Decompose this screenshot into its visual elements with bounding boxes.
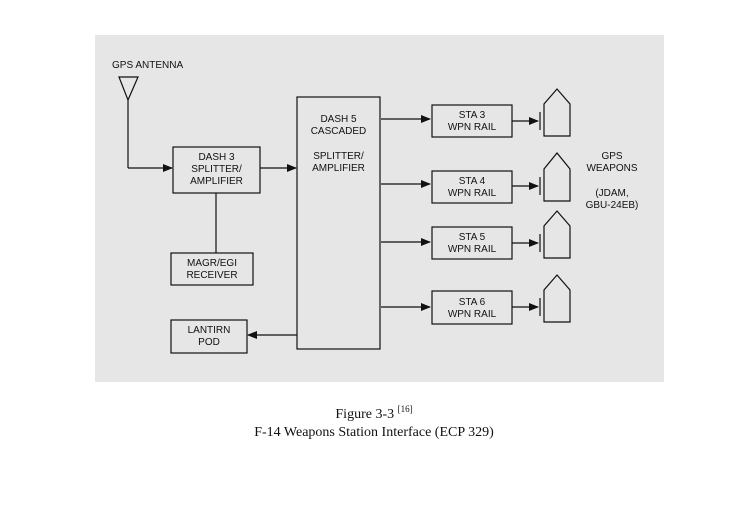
- caption-figure-label: Figure 3-3: [335, 407, 395, 422]
- sta6-label: STA 6: [459, 297, 486, 308]
- gps-weapon-sta5-icon: [543, 210, 571, 259]
- gps-weapon-sta6-icon: [543, 274, 571, 323]
- lantirn-pod-block: LANTIRN POD: [170, 319, 248, 354]
- caption-reference: [16]: [397, 404, 413, 414]
- gps-weapons-line-1: GPS: [601, 151, 622, 162]
- figure-panel: GPS ANTENNA DASH 3 SPLITTER/ AMPLIFIER M…: [95, 35, 664, 382]
- block-diagram: GPS ANTENNA DASH 3 SPLITTER/ AMPLIFIER M…: [112, 60, 639, 354]
- figure-caption: Figure 3-3 [16] F-14 Weapons Station Int…: [0, 400, 748, 442]
- dash5-line-1: DASH 5: [320, 114, 357, 125]
- gps-weapons-line-2: WEAPONS: [586, 163, 637, 174]
- sta5-label: STA 5: [459, 232, 486, 243]
- gps-weapon-sta3-icon: [543, 88, 571, 137]
- sta5-rail-label: WPN RAIL: [448, 244, 497, 255]
- dash3-line-1: DASH 3: [198, 152, 235, 163]
- sta4-rail-label: WPN RAIL: [448, 188, 497, 199]
- antenna-icon: [118, 76, 139, 168]
- dash5-cascaded-splitter-block: DASH 5 CASCADED SPLITTER/ AMPLIFIER: [296, 96, 381, 350]
- dash5-line-3: SPLITTER/: [313, 151, 364, 162]
- magr-line-1: MAGR/EGI: [187, 258, 237, 269]
- magr-egi-receiver-block: MAGR/EGI RECEIVER: [170, 252, 254, 286]
- station-row-sta4: STA 4 WPN RAIL: [381, 152, 571, 204]
- sta4-label: STA 4: [459, 176, 486, 187]
- dash3-line-2: SPLITTER/: [191, 164, 242, 175]
- lantirn-line-1: LANTIRN: [188, 325, 231, 336]
- sta3-rail-label: WPN RAIL: [448, 122, 497, 133]
- station-row-sta5: STA 5 WPN RAIL: [381, 210, 571, 260]
- weapons-detail-line-2: GBU-24EB): [586, 200, 639, 211]
- dash5-line-2: CASCADED: [311, 126, 367, 137]
- caption-figure-line: Figure 3-3 [16]: [0, 400, 748, 424]
- lantirn-line-2: POD: [198, 337, 220, 348]
- station-row-sta6: STA 6 WPN RAIL: [381, 274, 571, 325]
- gps-antenna-label: GPS ANTENNA: [112, 60, 183, 71]
- dash3-splitter-block: DASH 3 SPLITTER/ AMPLIFIER: [172, 146, 261, 194]
- station-row-sta3: STA 3 WPN RAIL: [381, 88, 571, 138]
- gps-weapon-sta4-icon: [543, 152, 571, 202]
- dash5-line-4: AMPLIFIER: [312, 163, 365, 174]
- sta3-label: STA 3: [459, 110, 486, 121]
- weapons-detail-line-1: (JDAM,: [595, 188, 628, 199]
- caption-title: F-14 Weapons Station Interface (ECP 329): [254, 425, 494, 440]
- magr-line-2: RECEIVER: [186, 270, 237, 281]
- sta6-rail-label: WPN RAIL: [448, 309, 497, 320]
- dash3-line-3: AMPLIFIER: [190, 176, 243, 187]
